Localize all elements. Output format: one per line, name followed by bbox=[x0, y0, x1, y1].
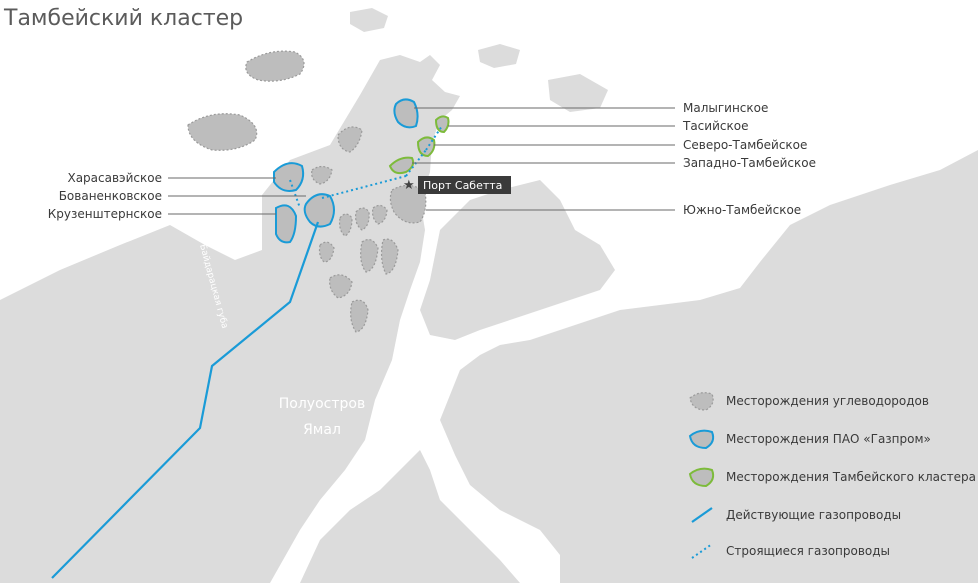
hc-field bbox=[187, 113, 258, 151]
south-center-land bbox=[300, 450, 520, 583]
central-east-coast bbox=[420, 180, 615, 340]
land-masses bbox=[0, 8, 978, 583]
hc-field bbox=[371, 204, 388, 225]
peninsula-label-line1: Полуостров bbox=[279, 396, 365, 412]
legend-building: Строящиеся газопроводы bbox=[726, 544, 890, 558]
bottom-small-island bbox=[235, 505, 268, 528]
port-label: Порт Сабетта bbox=[423, 179, 502, 192]
kruzenshternskoe-field bbox=[275, 204, 298, 244]
hc-field bbox=[329, 274, 353, 299]
north-island-1 bbox=[350, 8, 388, 32]
active-pipeline bbox=[51, 221, 320, 579]
legend: Месторождения углеводородов Месторождени… bbox=[688, 392, 976, 559]
hc-field bbox=[355, 207, 370, 231]
hc-field bbox=[350, 299, 369, 333]
malyginskoe-field bbox=[393, 98, 419, 129]
bovanenkovskoe-field bbox=[303, 193, 335, 228]
hc-field bbox=[338, 213, 353, 237]
gazprom-fields bbox=[273, 98, 419, 244]
legend-hydrocarbon: Месторождения углеводородов bbox=[726, 394, 929, 408]
hc-field bbox=[311, 165, 333, 185]
legend-tambey: Месторождения Тамбейского кластера bbox=[726, 470, 976, 484]
label-bovanenkovskoe: Бованенковское bbox=[59, 189, 162, 203]
hc-field bbox=[360, 238, 379, 273]
label-yuzhno-tambeyskoe: Южно-Тамбейское bbox=[683, 203, 801, 217]
label-malyginskoe: Малыгинское bbox=[683, 101, 768, 115]
yamal-peninsula bbox=[0, 55, 460, 583]
hc-field bbox=[318, 241, 335, 263]
port-label-bg bbox=[418, 176, 511, 194]
star-icon: ★ bbox=[403, 178, 415, 193]
label-kharasaveyskoe: Харасавэйское bbox=[67, 171, 162, 185]
legend-tambey-swatch bbox=[688, 467, 715, 488]
eastern-landmass bbox=[440, 150, 978, 583]
label-zapadno-tambeyskoe: Западно-Тамбейское bbox=[683, 156, 816, 170]
peninsula-label-line2: Ямал bbox=[303, 422, 341, 438]
kharasaveyskoe-field bbox=[273, 162, 305, 192]
zapadno-tambeyskoe-field bbox=[388, 156, 415, 175]
map-title: Тамбейский кластер bbox=[3, 6, 243, 31]
label-kruzenshternskoe: Крузенштернское bbox=[48, 207, 162, 221]
legend-gazprom: Месторождения ПАО «Газпром» bbox=[726, 432, 931, 446]
legend-active: Действующие газопроводы bbox=[726, 508, 901, 522]
north-island-3 bbox=[548, 74, 608, 112]
hc-field bbox=[337, 126, 363, 153]
label-severo-tambeyskoe: Северо-Тамбейское bbox=[683, 138, 807, 152]
tambey-fields bbox=[388, 115, 450, 175]
tasiyskoe-field bbox=[434, 115, 450, 134]
south-tambey-field bbox=[389, 184, 427, 224]
legend-hydrocarbon-swatch bbox=[689, 392, 714, 411]
legend-building-swatch bbox=[691, 543, 713, 559]
hc-field bbox=[245, 50, 305, 82]
hc-field bbox=[380, 238, 399, 275]
legend-active-swatch bbox=[691, 507, 713, 523]
port-sabetta: ★ Порт Сабетта bbox=[403, 176, 511, 194]
north-island-2 bbox=[478, 44, 520, 68]
leader-lines bbox=[168, 107, 675, 215]
label-tasiyskoe: Тасийское bbox=[682, 119, 748, 133]
severo-tambeyskoe-field bbox=[416, 136, 436, 158]
hydrocarbon-fields bbox=[187, 50, 427, 333]
legend-gazprom-swatch bbox=[688, 429, 715, 450]
